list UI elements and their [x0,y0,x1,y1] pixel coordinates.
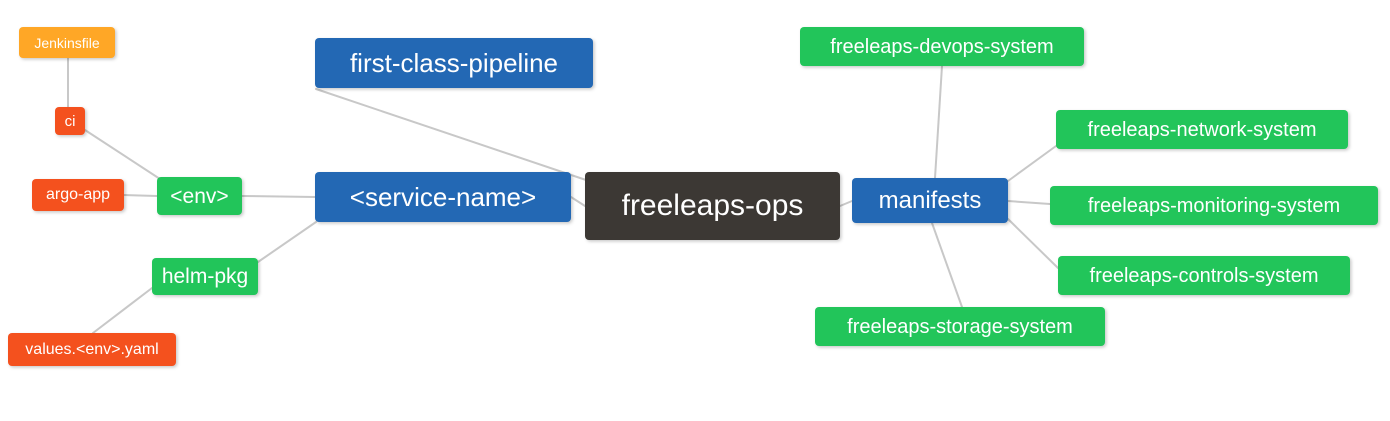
edge-manifests-to-storage-system [931,222,963,308]
node-jenkinsfile[interactable]: Jenkinsfile [19,27,115,58]
edge-env-to-argo-app [123,194,158,197]
edge-service-name-to-helm-pkg [257,221,317,263]
node-env[interactable]: <env> [157,177,242,215]
node-network-system[interactable]: freeleaps-network-system [1056,110,1348,149]
edge-root-to-manifests [839,200,853,207]
node-first-class-pipeline[interactable]: first-class-pipeline [315,38,593,88]
edge-manifests-to-network-system [1007,145,1057,182]
node-root[interactable]: freeleaps-ops [585,172,840,240]
node-service-name[interactable]: <service-name> [315,172,571,222]
node-storage-system[interactable]: freeleaps-storage-system [815,307,1105,346]
edge-manifests-to-monitoring-system [1007,200,1051,205]
node-helm-pkg[interactable]: helm-pkg [152,258,258,295]
node-devops-system[interactable]: freeleaps-devops-system [800,27,1084,66]
edge-manifests-to-controls-system [1007,218,1059,269]
edge-service-name-to-env [241,195,316,198]
node-monitoring-system[interactable]: freeleaps-monitoring-system [1050,186,1378,225]
node-values-yaml[interactable]: values.<env>.yaml [8,333,176,366]
edge-helm-pkg-to-values-yaml [92,287,153,334]
edge-root-to-service-name [570,196,586,207]
edge-root-to-first-class-pipeline [315,88,587,181]
node-controls-system[interactable]: freeleaps-controls-system [1058,256,1350,295]
node-ci[interactable]: ci [55,107,85,135]
edge-manifests-to-devops-system [934,65,943,179]
edge-env-to-ci [84,129,161,180]
node-argo-app[interactable]: argo-app [32,179,124,211]
node-manifests[interactable]: manifests [852,178,1008,223]
